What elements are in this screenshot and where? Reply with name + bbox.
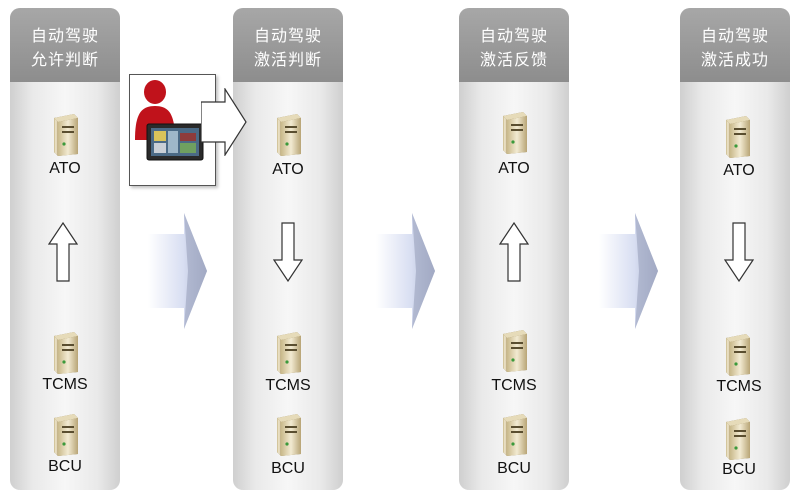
server-icon xyxy=(726,418,750,460)
chevron-right-icon xyxy=(599,213,658,329)
tcms-label: TCMS xyxy=(265,377,311,394)
server-icon xyxy=(277,332,301,374)
stage-header-4: 自动驾驶 激活成功 xyxy=(680,8,790,82)
stage-title-line2: 允许判断 xyxy=(30,50,99,69)
chevron-right-icon xyxy=(148,213,207,329)
stage-title-line1: 自动驾驶 xyxy=(700,26,769,45)
ato-label: ATO xyxy=(272,161,304,178)
server-icon xyxy=(54,332,78,374)
stage-header-1: 自动驾驶 允许判断 xyxy=(10,8,120,82)
server-icon xyxy=(54,114,78,156)
monitor-icon xyxy=(146,123,204,161)
chevron-right-icon xyxy=(376,213,435,329)
stage-title-line2: 激活判断 xyxy=(253,50,322,69)
stage-title-line1: 自动驾驶 xyxy=(253,26,322,45)
stage-column-2: 自动驾驶 激活判断 xyxy=(233,8,343,490)
bcu-label: BCU xyxy=(48,458,82,475)
stage-title-line1: 自动驾驶 xyxy=(479,26,548,45)
ato-label: ATO xyxy=(498,160,530,177)
server-icon xyxy=(54,414,78,456)
arrow-down-icon xyxy=(273,222,303,282)
server-icon xyxy=(503,112,527,154)
server-icon xyxy=(277,414,301,456)
stage-header-3: 自动驾驶 激活反馈 xyxy=(459,8,569,82)
stage-title-line2: 激活成功 xyxy=(700,50,769,69)
driver-panel xyxy=(129,74,216,186)
tcms-label: TCMS xyxy=(716,378,762,395)
ato-label: ATO xyxy=(49,160,81,177)
bcu-label: BCU xyxy=(271,460,305,477)
bcu-label: BCU xyxy=(722,461,756,478)
server-icon xyxy=(503,330,527,372)
arrow-up-icon xyxy=(48,222,78,282)
arrow-up-icon xyxy=(499,222,529,282)
stage-column-1: 自动驾驶 允许判断 xyxy=(10,8,120,490)
server-icon xyxy=(277,114,301,156)
tcms-label: TCMS xyxy=(42,376,88,393)
arrow-down-icon xyxy=(724,222,754,282)
server-icon xyxy=(503,414,527,456)
tcms-label: TCMS xyxy=(491,377,537,394)
bcu-label: BCU xyxy=(497,460,531,477)
callout-arrow-icon xyxy=(201,88,247,156)
stage-title-line2: 激活反馈 xyxy=(479,50,548,69)
stage-header-2: 自动驾驶 激活判断 xyxy=(233,8,343,82)
server-icon xyxy=(726,334,750,376)
server-icon xyxy=(726,116,750,158)
ato-label: ATO xyxy=(723,162,755,179)
stage-title-line1: 自动驾驶 xyxy=(30,26,99,45)
